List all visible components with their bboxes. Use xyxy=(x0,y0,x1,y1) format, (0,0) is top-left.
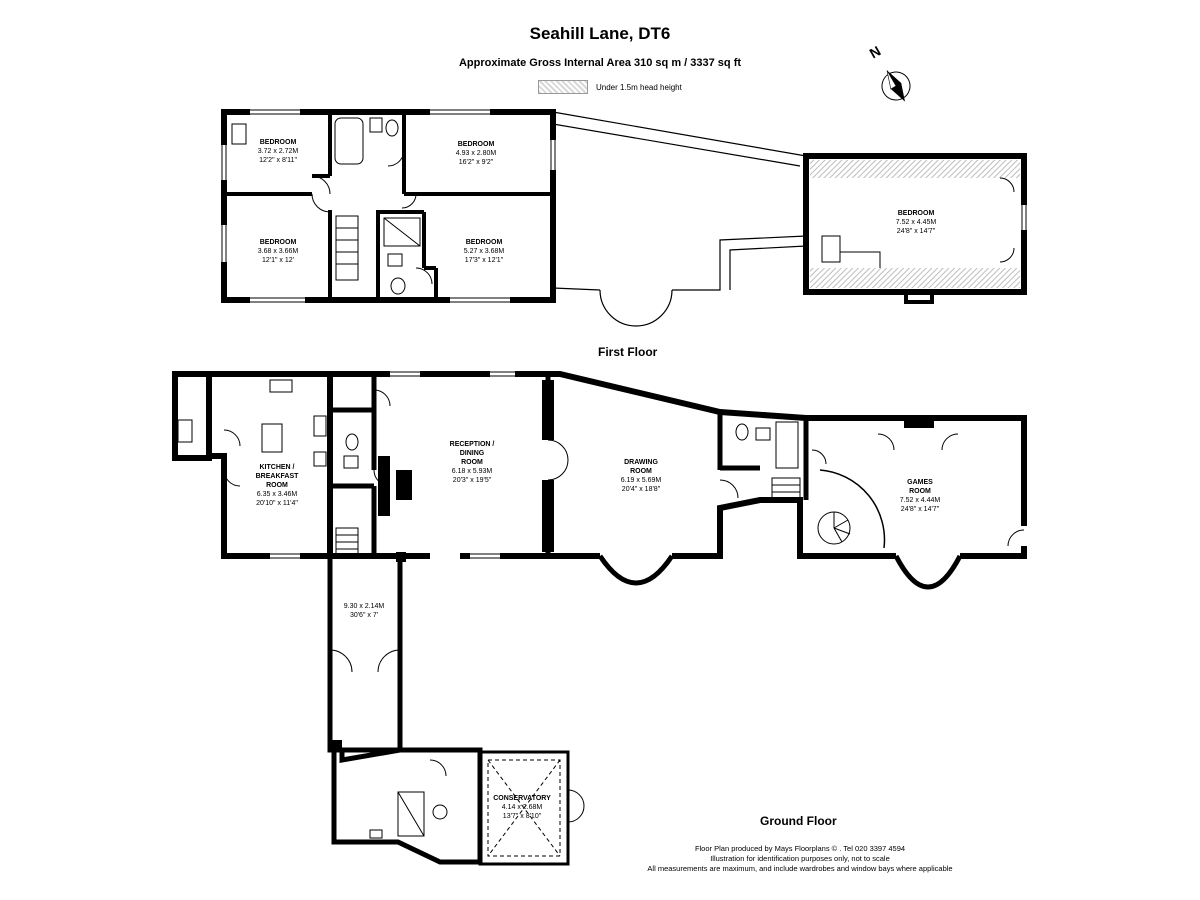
first-floor-label: First Floor xyxy=(598,345,658,359)
attic-hatched-top xyxy=(810,160,1020,178)
room-bedroom-5: BEDROOM 7.52 x 4.45M 24'8" x 14'7" xyxy=(895,210,937,235)
legend-label: Under 1.5m head height xyxy=(596,82,682,92)
kitchen-sink xyxy=(269,379,293,393)
main-outer-wall xyxy=(330,371,1027,559)
ground-floor-label: Ground Floor xyxy=(760,814,837,828)
room-drawing: DRAWING ROOM 6.19 x 5.69M 20'4" x 18'8" xyxy=(620,459,662,493)
legend: Under 1.5m head height xyxy=(538,80,682,94)
room-conservatory: CONSERVATORY 4.14 x 2.68M 13'7" x 8'10" xyxy=(493,795,551,820)
kitchen-hob xyxy=(313,415,327,437)
shower-fixture xyxy=(383,217,421,247)
first-floor-plan xyxy=(221,109,1027,327)
room-bedroom-1: BEDROOM 3.72 x 2.72M 12'2" x 8'11" xyxy=(257,139,299,164)
kitchen-island xyxy=(261,423,283,453)
first-floor-outer-wall xyxy=(221,109,556,303)
room-kitchen: KITCHEN / BREAKFAST ROOM 6.35 x 3.46M 20… xyxy=(255,464,299,507)
toilet-fixture xyxy=(385,119,399,137)
ground-floor-plan xyxy=(172,371,1027,866)
first-floor-interior-walls xyxy=(224,112,553,300)
room-hall: 9.30 x 2.14M 30'6" x 7' xyxy=(343,603,385,619)
room-bedroom-3: BEDROOM 3.68 x 3.66M 12'1" x 12' xyxy=(257,239,299,264)
credits-line-2: Illustration for identification purposes… xyxy=(710,854,890,863)
credits-line-3: All measurements are maximum, and includ… xyxy=(647,864,953,873)
conservatory-wall xyxy=(478,750,570,866)
hatch-swatch xyxy=(538,80,588,94)
first-floor-terrace-outline xyxy=(552,111,807,327)
store-wall xyxy=(172,371,212,461)
gross-area: Approximate Gross Internal Area 310 sq m… xyxy=(458,57,742,69)
games-room-bay xyxy=(893,554,963,590)
hall-walls xyxy=(327,556,403,763)
credits-line-1: Floor Plan produced by Mays Floorplans ©… xyxy=(694,844,906,853)
drawing-room-bay xyxy=(597,554,675,586)
utility-wall xyxy=(331,747,483,865)
room-games: GAMES ROOM 7.52 x 4.44M 24'8" x 14'7" xyxy=(899,479,941,513)
games-spiral-stair xyxy=(819,469,886,549)
room-bedroom-4: BEDROOM 5.27 x 3.68M 17'3" x 12'1" xyxy=(463,239,505,264)
compass-icon xyxy=(881,70,911,102)
plan-title: Seahill Lane, DT6 xyxy=(529,24,671,43)
ground-floor-interior-walls xyxy=(330,374,809,556)
credits: Floor Plan produced by Mays Floorplans ©… xyxy=(600,844,1000,874)
room-bedroom-2: BEDROOM 4.93 x 2.80M 16'2" x 9'2" xyxy=(455,141,497,166)
first-floor-stairs xyxy=(335,215,359,281)
bath-fixture xyxy=(334,117,364,165)
room-reception: RECEPTION / DINING ROOM 6.18 x 5.93M 20'… xyxy=(449,441,495,484)
attic-hatched-bottom xyxy=(810,268,1020,288)
